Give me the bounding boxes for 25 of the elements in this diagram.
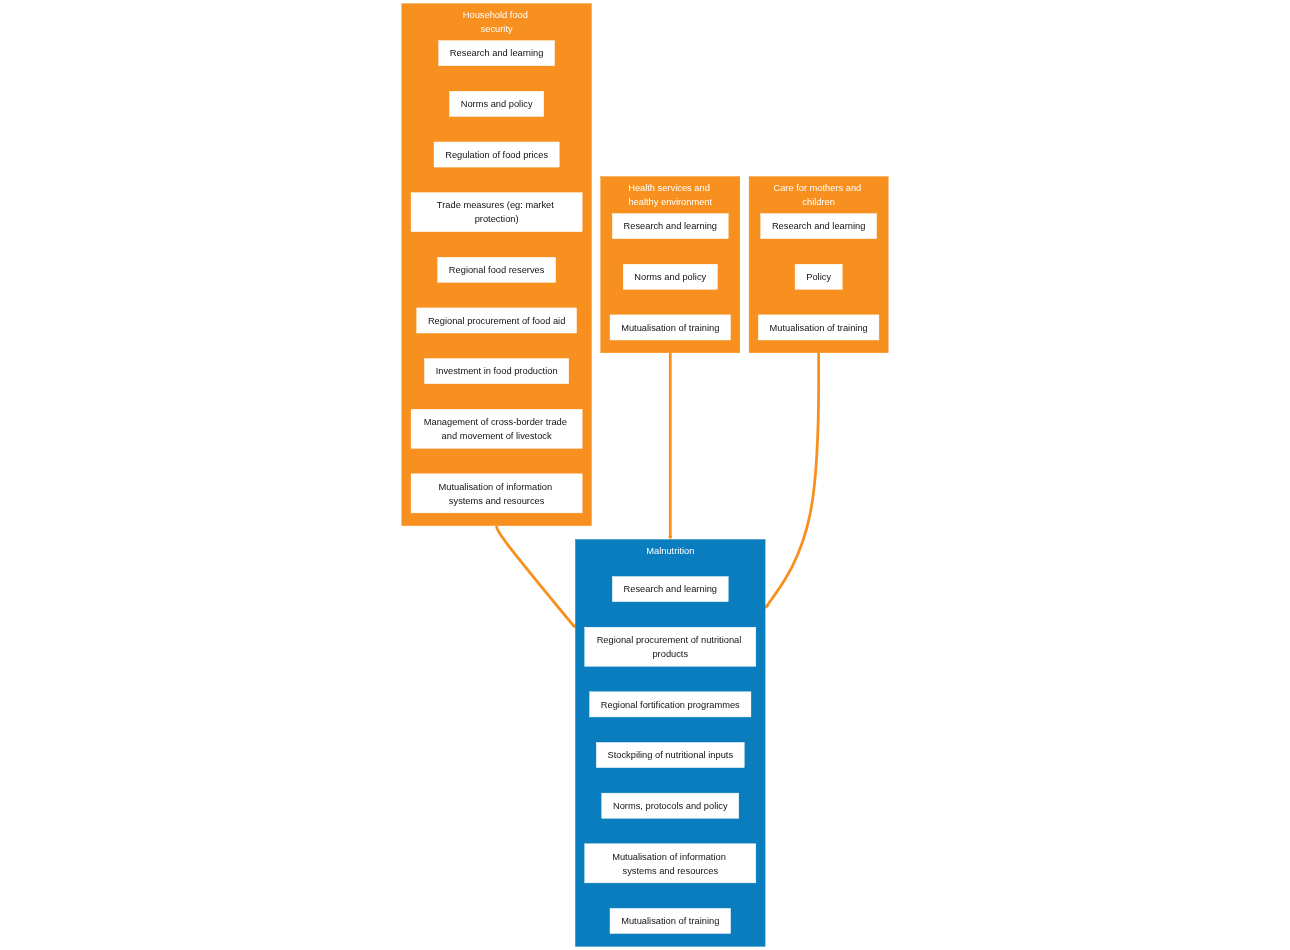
arrow xyxy=(668,352,673,540)
node-box: Research and learning xyxy=(612,213,729,239)
node-box: Mutualisation of training xyxy=(758,314,880,341)
node-box: Norms and policy xyxy=(623,264,718,290)
node-box: Regional procurement of nutritional products xyxy=(584,627,756,667)
node-box: Research and learning xyxy=(760,213,877,239)
node-box: Policy xyxy=(794,264,843,290)
node-box: Management of cross-border trade and movement of livestock xyxy=(410,409,583,449)
node-box: Mutualisation of training xyxy=(609,908,731,934)
node-box: Investment in food production xyxy=(424,358,569,384)
node-box: Stockpiling of nutritional inputs xyxy=(596,742,745,768)
node-box: Regional procurement of food aid xyxy=(416,307,577,334)
node-box: Regional fortification programmes xyxy=(589,691,752,718)
node-box: Research and learning xyxy=(438,40,555,66)
node-box: Norms, protocols and policy xyxy=(601,792,739,819)
node-box: Research and learning xyxy=(612,576,729,602)
node-box: Regional food reserves xyxy=(437,257,556,283)
arrow xyxy=(764,352,821,609)
node-box: Norms and policy xyxy=(449,91,544,117)
arrow xyxy=(495,525,576,629)
node-box: Mutualisation of information systems and resources xyxy=(584,843,756,884)
node-box: Trade measures (eg: market protection) xyxy=(410,192,583,232)
node-box: Mutualisation of training xyxy=(609,314,731,341)
node-box: Regulation of food prices xyxy=(433,141,560,168)
node-box: Mutualisation of information systems and resources xyxy=(410,473,583,514)
